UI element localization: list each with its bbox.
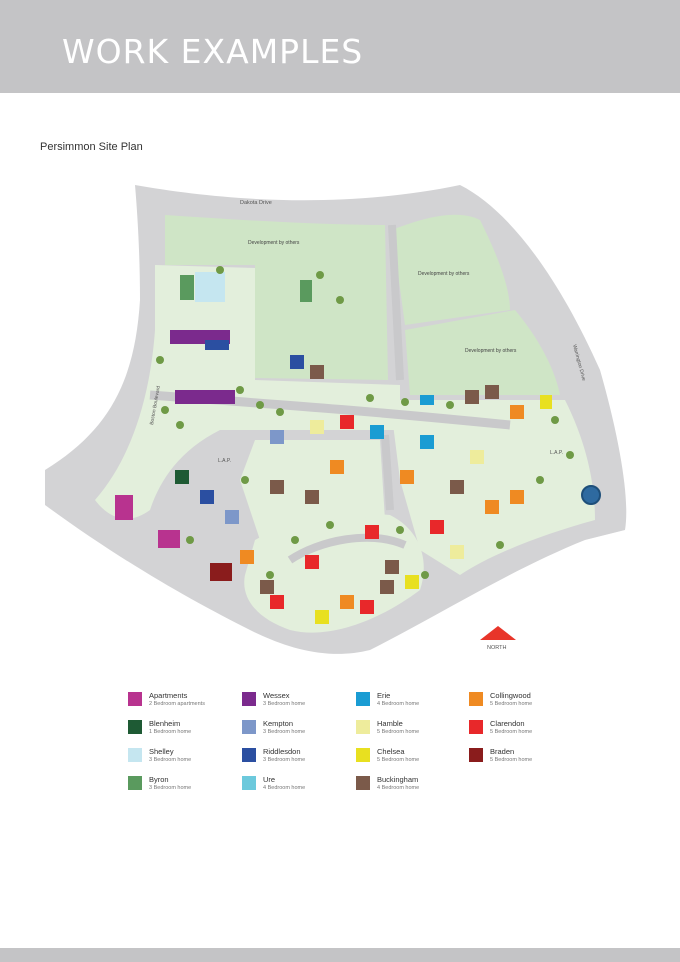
legend-desc: 4 Bedroom home	[377, 785, 420, 791]
development-label-2: Development by others	[418, 271, 470, 277]
legend-item: Kempton 3 Bedroom home	[242, 718, 352, 744]
house-blocks	[115, 272, 552, 624]
legend-swatch	[356, 748, 370, 762]
legend-item: Chelsea 5 Bedroom home	[356, 746, 466, 772]
legend-item: Apartments 2 Bedroom apartments	[128, 690, 238, 716]
legend-name: Kempton	[263, 719, 294, 728]
legend-swatch	[128, 720, 142, 734]
legend-swatch	[469, 692, 483, 706]
legend-item: Byron 3 Bedroom home	[128, 774, 238, 800]
legend-desc: 1 Bedroom home	[149, 729, 192, 735]
legend-swatch	[356, 692, 370, 706]
legend-swatch	[242, 776, 256, 790]
legend-item: Collingwood 5 Bedroom home	[469, 690, 579, 716]
legend-item: Hamble 5 Bedroom home	[356, 718, 466, 744]
legend-name: Collingwood	[490, 691, 531, 700]
legend-swatch	[469, 748, 483, 762]
legend-desc: 5 Bedroom home	[377, 757, 420, 763]
legend-name: Braden	[490, 747, 515, 756]
legend-desc: 5 Bedroom home	[490, 701, 533, 707]
north-arrow: NORTH	[480, 626, 516, 651]
legend-item: Buckingham 4 Bedroom home	[356, 774, 466, 800]
dakota-drive-label: Dakota Drive	[240, 200, 272, 206]
lap-label-1: L.A.P.	[218, 458, 231, 464]
north-label: NORTH	[487, 645, 506, 651]
legend-name: Byron	[149, 775, 169, 784]
legend-name: Erie	[377, 691, 391, 700]
lap-label-2: L.A.P.	[550, 450, 563, 456]
legend-swatch	[356, 776, 370, 790]
legend-desc: 4 Bedroom home	[263, 785, 306, 791]
development-label-1: Development by others	[248, 240, 300, 246]
site-plan-caption: Persimmon Site Plan	[40, 141, 143, 153]
legend-name: Hamble	[377, 719, 403, 728]
legend-item: Shelley 3 Bedroom home	[128, 746, 238, 772]
page-footer-bar	[0, 948, 680, 962]
page-title: WORK EXAMPLES	[62, 32, 364, 71]
development-area-east	[405, 310, 560, 395]
internal-road-north	[388, 224, 404, 381]
legend-item: Erie 4 Bedroom home	[356, 690, 466, 716]
roundabout	[581, 485, 601, 505]
legend-name: Ure	[263, 775, 276, 784]
development-label-3: Development by others	[465, 348, 517, 354]
legend-item: Ure 4 Bedroom home	[242, 774, 352, 800]
house-type-legend: Apartments 2 Bedroom apartments Blenheim…	[128, 690, 548, 800]
legend-item: Blenheim 1 Bedroom home	[128, 718, 238, 744]
legend-swatch	[128, 748, 142, 762]
site-plan-map: Dakota Drive Development by others Devel…	[45, 185, 627, 654]
legend-item: Riddlesdon 3 Bedroom home	[242, 746, 352, 772]
legend-item: Wessex 3 Bedroom home	[242, 690, 352, 716]
development-area-northeast	[392, 214, 510, 325]
legend-swatch	[242, 720, 256, 734]
legend-desc: 4 Bedroom home	[377, 701, 420, 707]
legend-desc: 5 Bedroom home	[490, 757, 533, 763]
development-area-north	[165, 215, 388, 380]
legend-swatch	[128, 692, 142, 706]
legend-name: Clarendon	[490, 719, 525, 728]
legend-name: Apartments	[149, 691, 188, 700]
legend-desc: 3 Bedroom home	[263, 701, 306, 707]
legend-name: Riddlesdon	[263, 747, 301, 756]
legend-swatch	[469, 720, 483, 734]
legend-desc: 3 Bedroom home	[149, 757, 192, 763]
legend-desc: 3 Bedroom home	[263, 729, 306, 735]
legend-name: Wessex	[263, 691, 290, 700]
legend-name: Shelley	[149, 747, 174, 756]
legend-name: Chelsea	[377, 747, 405, 756]
legend-desc: 5 Bedroom home	[490, 729, 533, 735]
legend-item: Clarendon 5 Bedroom home	[469, 718, 579, 744]
legend-desc: 3 Bedroom home	[263, 757, 306, 763]
legend-swatch	[128, 776, 142, 790]
legend-swatch	[242, 692, 256, 706]
legend-desc: 3 Bedroom home	[149, 785, 192, 791]
legend-desc: 2 Bedroom apartments	[149, 701, 205, 707]
housing-zone-south	[244, 513, 424, 633]
legend-item: Braden 5 Bedroom home	[469, 746, 579, 772]
legend-name: Blenheim	[149, 719, 181, 728]
legend-swatch	[356, 720, 370, 734]
internal-road-spine	[381, 434, 394, 511]
page-header: WORK EXAMPLES	[0, 0, 680, 93]
legend-desc: 5 Bedroom home	[377, 729, 420, 735]
north-arrow-icon	[480, 626, 516, 640]
trees	[156, 266, 574, 579]
legend-swatch	[242, 748, 256, 762]
internal-road-loop	[287, 533, 407, 564]
legend-name: Buckingham	[377, 775, 419, 784]
housing-zone-west	[95, 265, 400, 519]
